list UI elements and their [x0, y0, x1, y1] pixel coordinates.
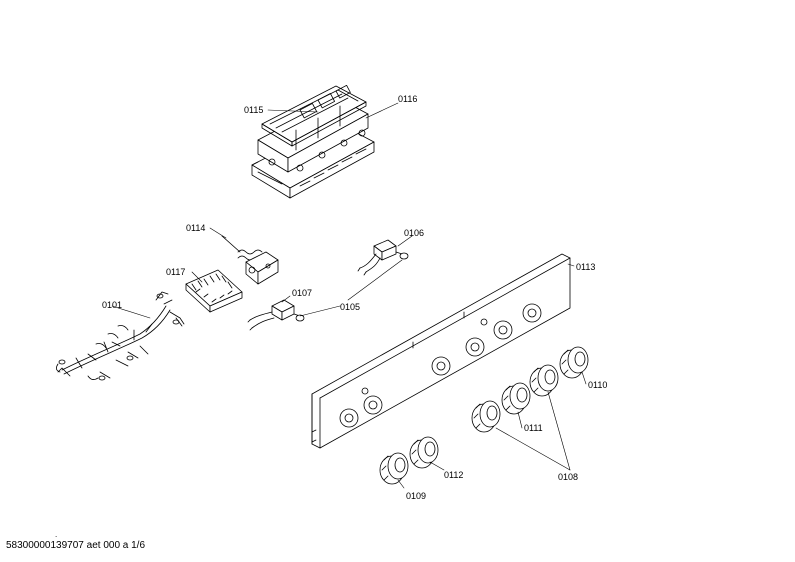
knob-0112 [409, 436, 439, 469]
label-0114: 0114 [186, 223, 205, 233]
label-0110: 0110 [588, 380, 607, 390]
drawing-id: 58300000139707 aet 000 a 1/6 [6, 540, 146, 551]
label-0113: 0113 [576, 262, 595, 272]
thermostat-0114 [221, 235, 279, 285]
label-0101: 0101 [102, 300, 122, 310]
label-0112: 0112 [444, 470, 463, 480]
label-0109: 0109 [406, 491, 426, 501]
knob-0109 [379, 452, 409, 485]
label-0111: 0111 [524, 423, 543, 433]
label-0105: 0105 [340, 302, 360, 312]
label-0108: 0108 [558, 472, 578, 482]
label-0107: 0107 [292, 288, 312, 298]
switch-block-assembly [251, 84, 375, 199]
label-0116: 0116 [398, 94, 417, 104]
label-0106: 0106 [404, 228, 424, 238]
label-0117: 0117 [166, 267, 185, 277]
terminal-block-0117 [185, 269, 243, 313]
footer-dot: . [55, 530, 58, 539]
knob-0110 [559, 346, 589, 379]
control-panel-0113 [311, 253, 571, 449]
wiring-harness-0101 [56, 291, 185, 381]
label-0115: 0115 [244, 105, 263, 115]
knob-0108-a [471, 400, 501, 433]
knob-0111 [501, 382, 531, 415]
knob-0108-b [529, 364, 559, 397]
part-labels: 0115 0116 0114 0117 0101 0106 0107 0105 … [102, 94, 607, 501]
switch-0106 [357, 239, 409, 276]
switch-0107 [247, 299, 305, 331]
leader-lines [111, 102, 587, 489]
